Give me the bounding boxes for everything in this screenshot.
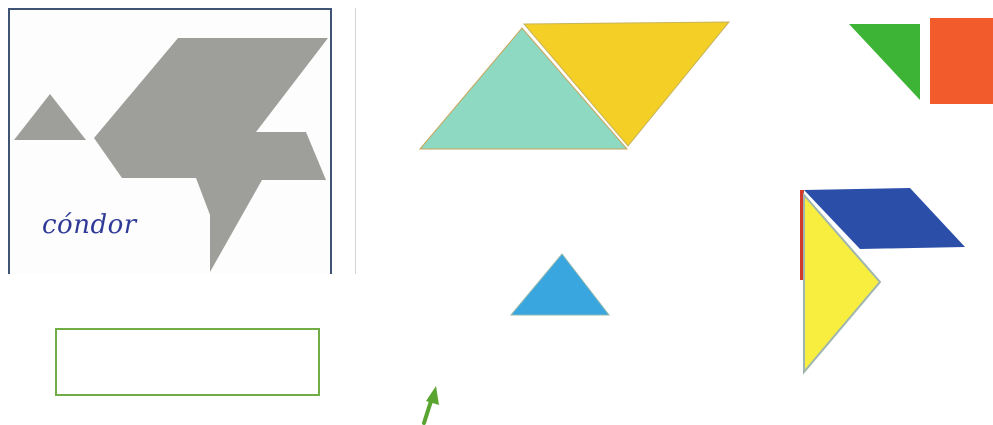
- small-triangle-blue[interactable]: [511, 254, 609, 315]
- medium-triangle-green[interactable]: [849, 24, 920, 100]
- arrow-pointer-icon: [424, 386, 439, 423]
- square-orange[interactable]: [930, 18, 993, 104]
